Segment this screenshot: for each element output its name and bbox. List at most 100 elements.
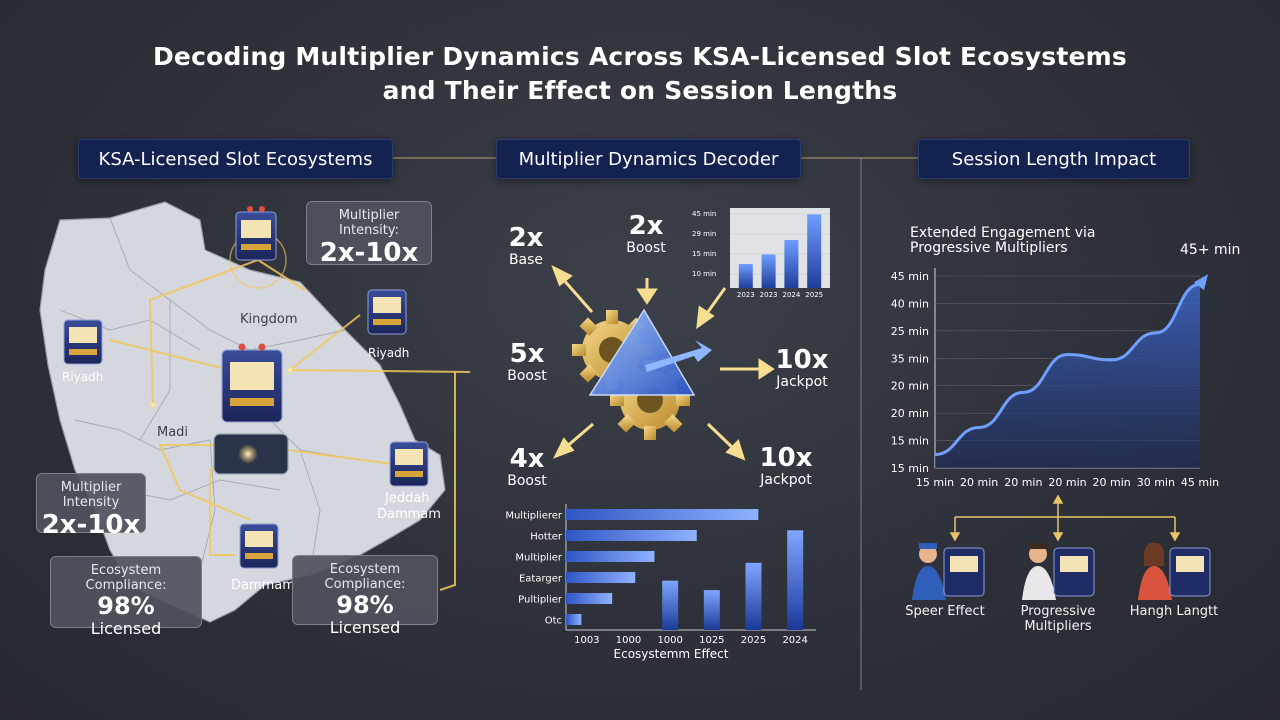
horizontal-bar: [566, 614, 582, 625]
area-fill: [935, 284, 1200, 468]
area-y-tick-label: 15 min: [891, 462, 929, 475]
vertical-bar-label: 1025: [699, 635, 724, 646]
multiplier-node: 5x Boost: [500, 340, 554, 384]
horizontal-bar: [566, 593, 613, 604]
area-x-tick-label: 20 min: [1048, 476, 1086, 489]
stat-sub: Licensed: [90, 619, 162, 638]
session-subtitle: Extended Engagement via Progressive Mult…: [910, 226, 1095, 256]
area-x-tick-label: 20 min: [960, 476, 998, 489]
multiplier-label: Base: [508, 252, 544, 268]
header-ksa-ecosystems: KSA-Licensed Slot Ecosystems: [78, 139, 393, 179]
stat-label: Ecosystem Compliance:: [324, 562, 406, 592]
multiplier-node: 10x Jackpot: [772, 346, 832, 390]
mini-category-label: 2023: [760, 291, 778, 299]
area-arrowhead: [1194, 274, 1208, 291]
map-label-riyadh-right: Riyadh: [368, 346, 410, 360]
multiplier-label: Jackpot: [776, 374, 828, 390]
session-subtitle-line-1: Extended Engagement via: [910, 225, 1096, 241]
horizontal-bar-label: Eatarger: [519, 574, 563, 585]
multiplier-node: 4x Boost: [500, 445, 554, 489]
mini-category-label: 2024: [782, 291, 800, 299]
player-label-line-1: Progressive: [1020, 604, 1096, 619]
title-line-1: Decoding Multiplier Dynamics Across KSA-…: [152, 42, 1127, 71]
decoder-diagram: [551, 264, 775, 461]
slot-machine-icon: [221, 343, 283, 423]
horizontal-bar-label: Multiplierer: [505, 511, 563, 522]
multiplier-label: Boost: [507, 473, 547, 489]
map-label-jeddah: Jeddah: [385, 491, 430, 506]
vertical-bar-label: 2025: [741, 635, 766, 646]
vertical-bar: [787, 530, 804, 630]
mini-bar: [784, 240, 799, 288]
multiplier-value: 2x: [508, 223, 544, 253]
horizontal-bar: [566, 530, 697, 541]
multiplier-value: 10x: [759, 443, 813, 473]
session-area-chart: 45 min 40 min 25 min 35 min 20 min 20 min 15 m…: [891, 268, 1219, 489]
mini-category-label: 2025: [805, 291, 823, 299]
vertical-bar-label: 1000: [616, 635, 641, 646]
mini-tick-label: 45 min: [692, 210, 716, 218]
multiplier-node: 10x Jackpot: [756, 444, 816, 488]
title-line-2: and Their Effect on Session Lengths: [382, 76, 898, 105]
slot-machine-icon: [367, 289, 407, 335]
area-x-tick-label: 30 min: [1137, 476, 1175, 489]
stat-label: Multiplier Intensity:: [338, 208, 400, 238]
map-label-kingdom: Kingdom: [240, 312, 298, 327]
session-subtitle-line-2: Progressive Multipliers: [910, 240, 1068, 256]
prism-icon: [588, 308, 696, 396]
multiplier-label: Jackpot: [760, 472, 812, 488]
stat-sub: Licensed: [329, 618, 401, 637]
horizontal-bar-label: Otc: [545, 616, 562, 627]
mini-tick-label: 15 min: [692, 250, 716, 258]
mini-category-label: 2023: [737, 291, 755, 299]
map-label-dammam-right: Dammam: [377, 507, 441, 522]
area-x-tick-label: 20 min: [1004, 476, 1042, 489]
horizontal-bar-label: Hotter: [530, 532, 563, 543]
area-x-tick-label: 20 min: [1093, 476, 1131, 489]
player-label: Speer Effect: [905, 604, 985, 619]
multiplier-value: 5x: [509, 339, 545, 369]
vertical-bar-label: 1003: [574, 635, 599, 646]
stat-value: 2x-10x: [41, 510, 141, 540]
slot-machine-icon: [239, 523, 279, 569]
combo-x-axis-title: Ecosystemm Effect: [614, 647, 729, 661]
multiplier-value: 4x: [509, 444, 545, 474]
stat-value: 98%: [336, 591, 394, 619]
mini-tick-label: 29 min: [692, 230, 716, 238]
player-label: Progressive Multipliers: [1012, 604, 1104, 634]
horizontal-bar: [566, 509, 759, 520]
multiplier-node: 2x Boost: [618, 212, 674, 256]
header-session-impact: Session Length Impact: [918, 139, 1190, 179]
player-label: Hangh Langtt: [1129, 604, 1219, 619]
mini-bar: [761, 254, 776, 288]
mini-bar: [807, 214, 822, 288]
vertical-bar: [662, 580, 679, 630]
mini-tick-label: 10 min: [692, 270, 716, 278]
area-y-tick-label: 45 min: [891, 270, 929, 283]
slot-machine-icon: [235, 206, 277, 261]
stat-compliance-left: Ecosystem Compliance: 98% Licensed: [50, 556, 202, 638]
multiplier-node: 2x Base: [500, 224, 552, 268]
horizontal-bar: [566, 572, 636, 583]
player-icon: [1022, 543, 1095, 600]
area-y-tick-label: 35 min: [891, 352, 929, 365]
multiplier-value: 10x: [775, 345, 829, 375]
prism-beam: [645, 340, 712, 372]
slot-machine-icon: [63, 319, 103, 365]
area-y-tick-label: 20 min: [891, 380, 929, 393]
stat-multiplier-intensity-top: Multiplier Intensity: 2x-10x: [306, 201, 432, 268]
vertical-bar-label: 2024: [782, 635, 807, 646]
stat-label: Ecosystem Compliance:: [85, 563, 167, 593]
people-connectors: [949, 495, 1181, 542]
multiplier-value: 2x: [628, 211, 664, 241]
stat-compliance-right: Ecosystem Compliance: 98% Licensed: [292, 555, 438, 637]
horizontal-bar-label: Pultiplier: [518, 595, 563, 606]
arrow-icons: [551, 264, 775, 461]
map-label-madi: Madi: [157, 425, 189, 440]
header-decoder: Multiplier Dynamics Decoder: [496, 139, 801, 179]
area-y-tick-label: 40 min: [891, 297, 929, 310]
slot-machine-icon: [389, 441, 429, 487]
stat-multiplier-intensity-left: Multiplier Intensity 2x-10x: [36, 473, 146, 540]
area-y-tick-label: 25 min: [891, 325, 929, 338]
